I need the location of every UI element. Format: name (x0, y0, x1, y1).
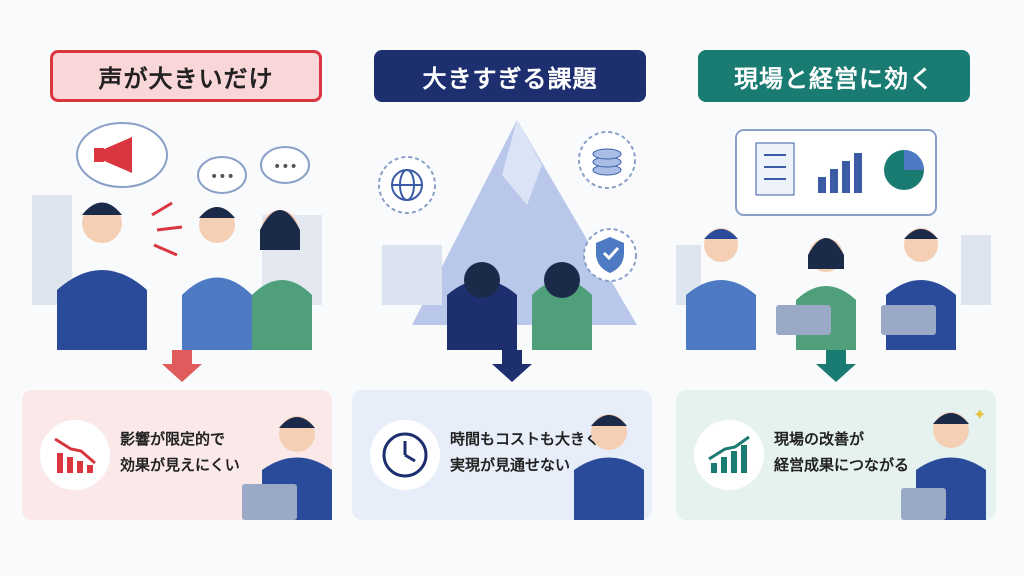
result-line-1: 時間もコストも大きく (450, 430, 601, 448)
growth-chart-icon (818, 153, 862, 193)
down-arrow-icon (162, 350, 202, 382)
result-line-2: 経営成果につながる (774, 456, 910, 474)
declining-chart-icon (40, 420, 110, 490)
megaphone-icon (94, 137, 132, 173)
scene-loud-manager: ••• ••• (32, 122, 322, 350)
svg-text:•••: ••• (273, 159, 298, 175)
column-too-big: 大きすぎる課題 時間もコストも大きく実現が見通せない (352, 0, 672, 576)
thinking-man (574, 414, 644, 520)
result-card: 現場の改善が経営成果につながる ✦ (676, 390, 996, 520)
confident-man-thumbs-up: ✦ (901, 405, 986, 520)
worried-man-at-laptop (242, 416, 332, 520)
column-title: 声が大きいだけ (50, 50, 322, 102)
result-line-1: 現場の改善が (774, 430, 865, 448)
result-card: 時間もコストも大きく実現が見通せない (352, 390, 652, 520)
result-line-1: 影響が限定的で (120, 430, 226, 448)
scene-mountain (378, 120, 637, 350)
coins-icon (592, 148, 622, 176)
result-line-2: 効果が見えにくい (120, 456, 240, 474)
globe-icon (391, 169, 423, 201)
down-arrow-icon (816, 350, 856, 382)
result-card: 影響が限定的で効果が見えにくい (22, 390, 332, 520)
pie-chart-icon (884, 150, 924, 190)
clock-icon (370, 420, 440, 490)
column-voice-only: 声が大きいだけ ••• ••• 影響が限定的で効果が見えにくい (22, 0, 342, 576)
result-line-2: 実現が見通せない (450, 456, 571, 474)
column-title: 現場と経営に効く (698, 50, 970, 102)
sparkle-icon: ✦ (973, 405, 986, 424)
down-arrow-icon (492, 350, 532, 382)
scene-team-meeting (676, 129, 991, 350)
column-effective: 現場と経営に効く 現場の改善が経営成果につながる ✦ (676, 0, 996, 576)
svg-text:•••: ••• (210, 169, 235, 185)
checklist-icon (755, 142, 795, 196)
column-title: 大きすぎる課題 (374, 50, 646, 102)
rising-chart-icon (694, 420, 764, 490)
